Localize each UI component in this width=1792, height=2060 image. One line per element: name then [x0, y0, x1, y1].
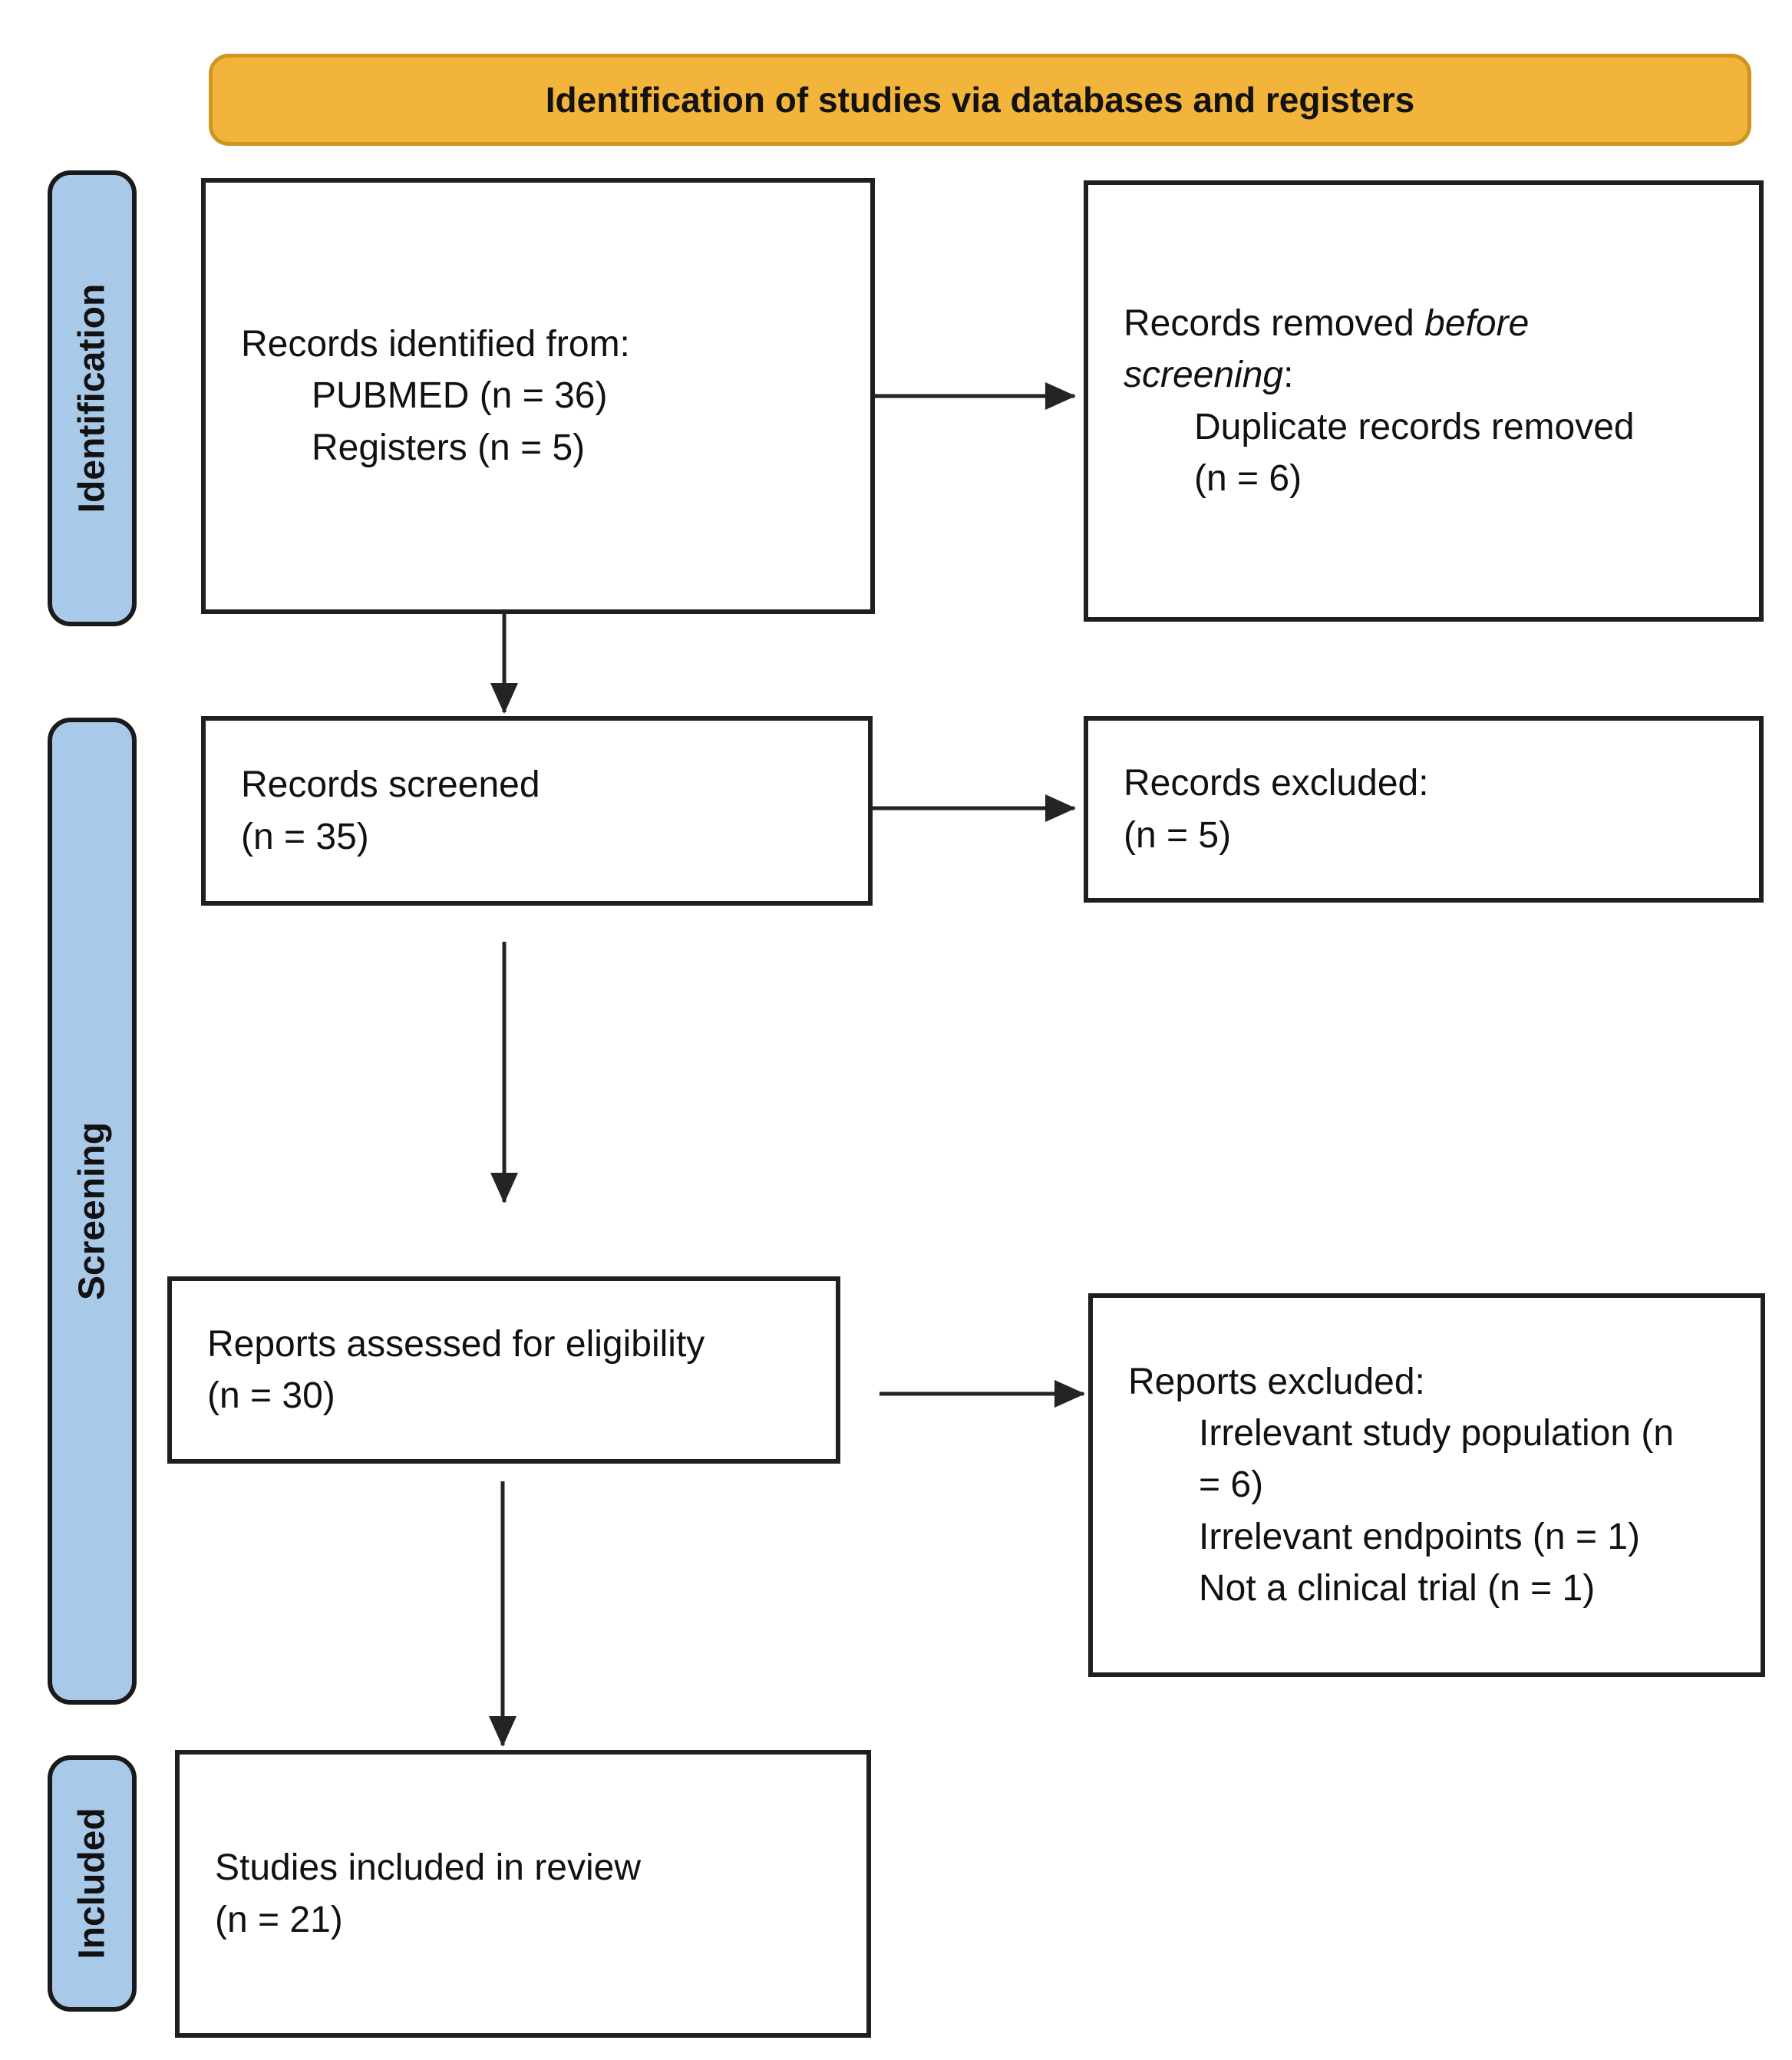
box-studies-included: Studies included in review (n = 21) — [175, 1750, 871, 2038]
box-records-excluded-count: (n = 5) — [1124, 814, 1232, 856]
box-reports-assessed: Reports assessed for eligibility (n = 30… — [167, 1276, 840, 1464]
diagram-title-banner: Identification of studies via databases … — [209, 54, 1751, 146]
box-records-screened-title: Records screened — [241, 764, 540, 806]
stage-label-identification: Identification — [48, 170, 137, 626]
stage-label-screening-text: Screening — [71, 1121, 113, 1301]
box-reports-assessed-count: (n = 30) — [207, 1375, 335, 1416]
box-records-identified-title: Records identified from: — [241, 324, 630, 365]
box-records-screened-count: (n = 35) — [241, 816, 369, 857]
box-studies-included-title: Studies included in review — [215, 1847, 641, 1889]
box-records-excluded-title: Records excluded: — [1124, 763, 1429, 804]
box-reports-assessed-title: Reports assessed for eligibility — [207, 1323, 705, 1365]
stage-label-included-text: Included — [71, 1807, 113, 1959]
diagram-title: Identification of studies via databases … — [545, 80, 1415, 120]
box-records-removed-item-duplicates: Duplicate records removed (n = 6) — [1194, 406, 1635, 499]
box-records-removed-title-prefix: Records removed — [1124, 303, 1425, 345]
box-records-removed-before-screening: Records removed before screening: Duplic… — [1084, 180, 1764, 622]
box-reports-excluded-item-not-trial: Not a clinical trial (n = 1) — [1199, 1567, 1596, 1609]
box-studies-included-count: (n = 21) — [215, 1899, 343, 1940]
stage-label-screening: Screening — [48, 718, 137, 1705]
box-reports-excluded-title: Reports excluded: — [1128, 1362, 1425, 1403]
box-records-identified-item-pubmed: PUBMED (n = 36) — [312, 375, 608, 417]
box-records-excluded: Records excluded: (n = 5) — [1084, 716, 1764, 903]
box-records-identified-item-registers: Registers (n = 5) — [312, 427, 586, 468]
box-reports-excluded-item-endpoints: Irrelevant endpoints (n = 1) — [1199, 1516, 1640, 1557]
box-records-screened: Records screened (n = 35) — [201, 716, 873, 906]
stage-label-included: Included — [48, 1755, 137, 2012]
box-reports-excluded-item-population: Irrelevant study population (n = 6) — [1199, 1413, 1675, 1506]
box-records-identified: Records identified from: PUBMED (n = 36)… — [201, 178, 875, 614]
box-reports-excluded: Reports excluded: Irrelevant study popul… — [1088, 1293, 1765, 1677]
box-records-removed-title-suffix: : — [1283, 355, 1294, 396]
box-records-removed-title: Records removed before screening: — [1124, 298, 1644, 401]
box-records-removed-title-italic: before screening — [1124, 303, 1530, 396]
stage-label-identification-text: Identification — [71, 283, 113, 513]
